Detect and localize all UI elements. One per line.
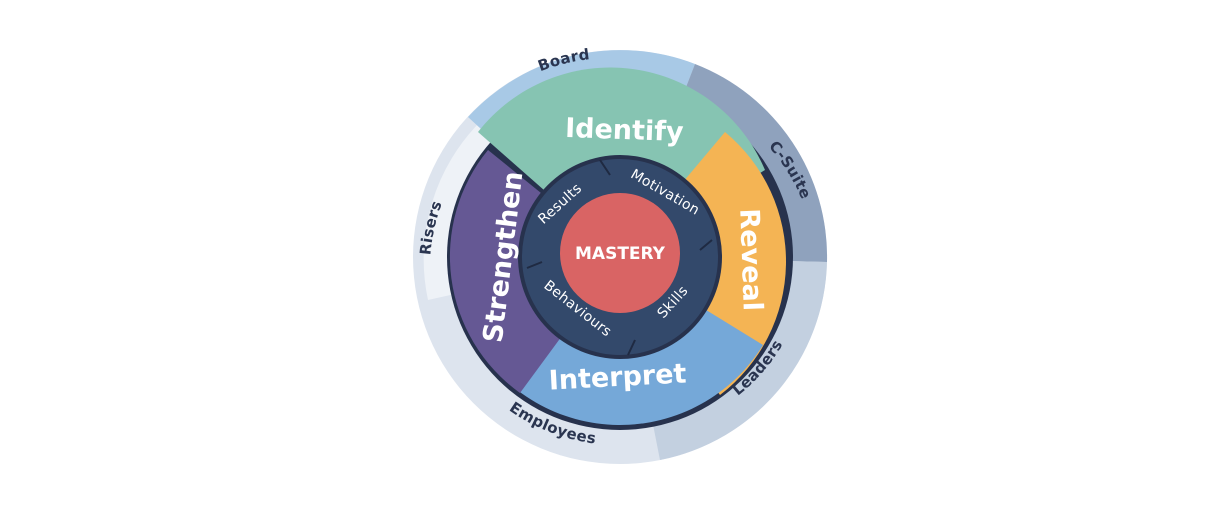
stage-label-identify: Identify — [565, 113, 685, 148]
stage-label-reveal: Reveal — [733, 208, 768, 312]
core-circle — [560, 193, 680, 313]
inner-ring-dividers — [526, 159, 713, 356]
stage-label-interpret: Interpret — [548, 358, 687, 396]
core-label: MASTERY — [575, 244, 666, 264]
